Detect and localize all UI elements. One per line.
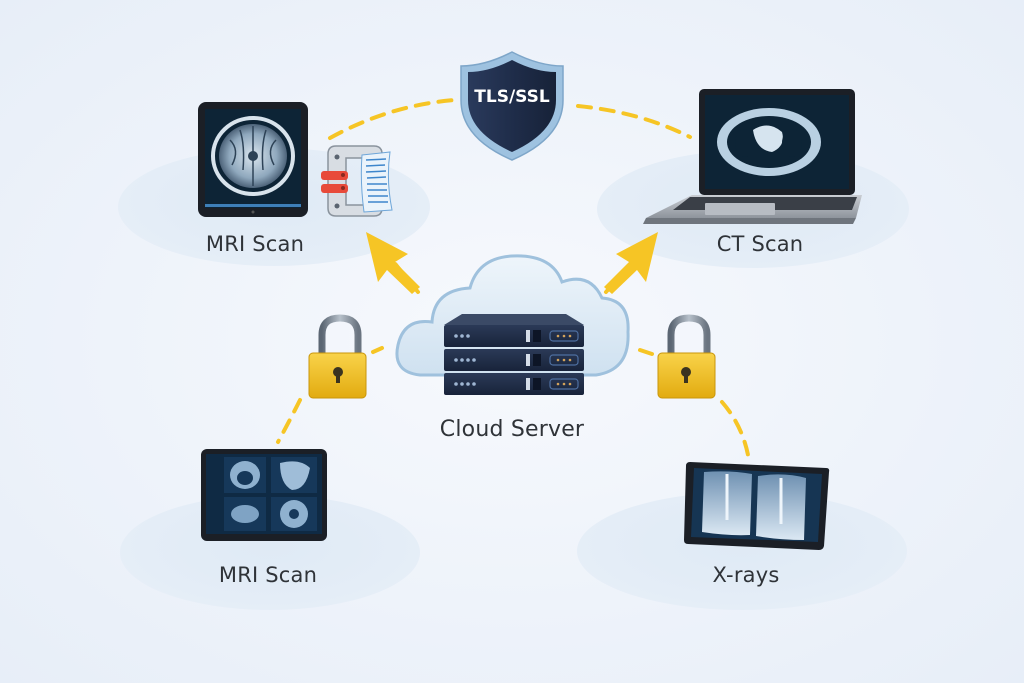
dashed-link-shield-to-ct: [576, 104, 692, 139]
shield-icon: [460, 51, 564, 161]
dashed-link-lock-right-to-xray: [720, 400, 750, 457]
dashed-link-server-to-lock-right: [638, 348, 654, 356]
node-label-xray: X-rays: [712, 563, 780, 587]
tablet-xray: [684, 462, 830, 550]
encrypted-document-clamp-icon: [321, 145, 393, 217]
server-stack-icon: [444, 314, 584, 395]
padlock-left-icon: [308, 314, 367, 399]
padlock-right-icon: [657, 314, 716, 399]
dashed-link-lock-left-to-mri-bottom: [276, 398, 302, 444]
center-label-cloud-server: Cloud Server: [439, 417, 585, 442]
tablet-mri-bottom: [201, 449, 327, 541]
laptop-ct: [643, 89, 862, 224]
dashed-link-lock-left-to-server: [371, 346, 384, 354]
node-label-ct: CT Scan: [716, 232, 804, 256]
node-label-mri-top: MRI Scan: [205, 232, 305, 256]
arrow-to-ct-icon: [604, 232, 658, 294]
security-badge-label: TLS/SSL: [474, 87, 550, 107]
node-label-mri-bottom: MRI Scan: [218, 563, 318, 587]
tablet-mri-top: [198, 102, 308, 217]
dashed-link-mri-top-to-shield: [328, 98, 457, 140]
arrow-to-mri-top-icon: [366, 232, 420, 294]
